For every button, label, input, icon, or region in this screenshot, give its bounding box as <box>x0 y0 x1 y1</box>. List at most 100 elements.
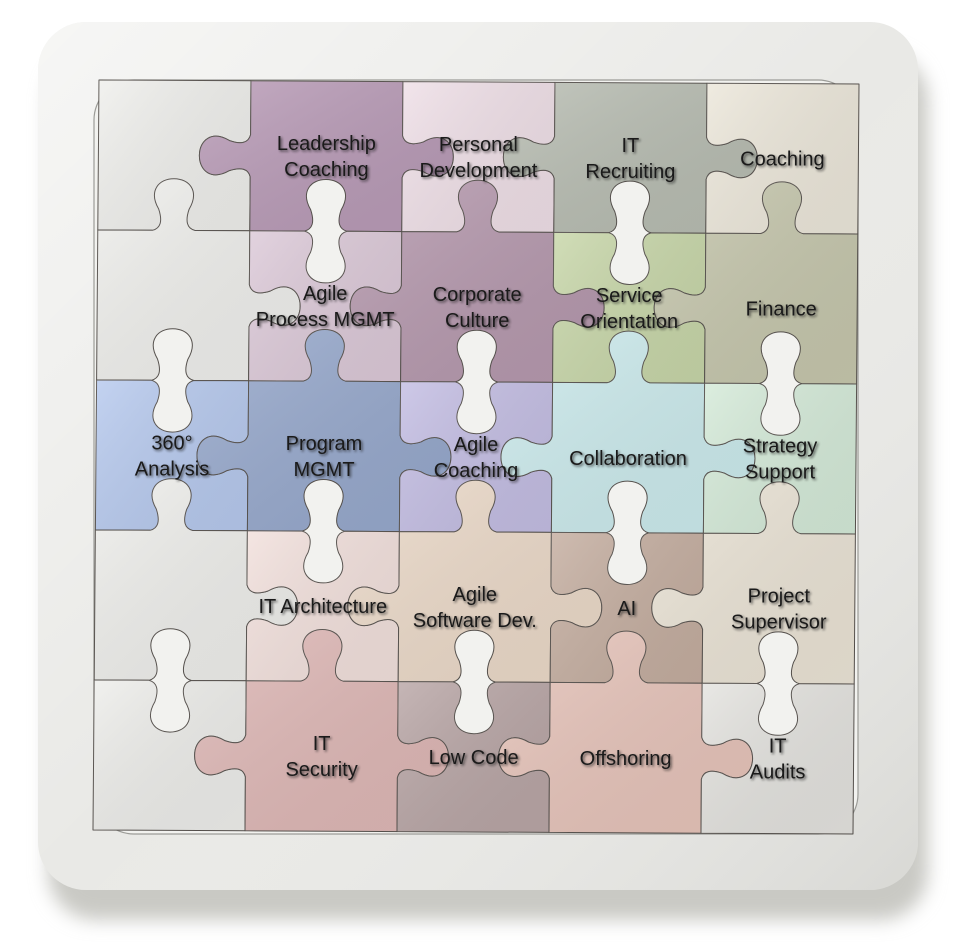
piece-sheen <box>199 80 454 232</box>
label-shadow: Finance <box>747 300 818 322</box>
puzzle-piece-finance <box>653 181 859 385</box>
label-line: Recruiting <box>585 161 675 183</box>
puzzle-pieces <box>92 79 860 835</box>
label-shadow: IT <box>314 735 332 757</box>
label-line: Finance <box>746 299 817 321</box>
piece-sheen <box>93 680 247 831</box>
puzzle-piece-project-supervisor <box>651 481 856 685</box>
label-line: Analysis <box>135 458 209 480</box>
label-line: Coaching <box>740 149 825 171</box>
label-shadow: Supervisor <box>732 613 828 635</box>
label-line: Strategy <box>743 436 817 458</box>
piece-sheen <box>654 181 858 384</box>
label-line: Supervisor <box>731 612 827 634</box>
piece-sheen <box>503 82 758 234</box>
label-line: Offshoring <box>580 748 672 770</box>
label-line: Program <box>286 433 363 455</box>
piece-sheen <box>196 329 452 532</box>
label-shadow: Security <box>287 761 359 783</box>
label-line: Development <box>419 160 537 182</box>
label-shadow: Audits <box>751 763 807 785</box>
label-shadow: IT <box>770 737 788 759</box>
label-line: Personal <box>439 134 518 156</box>
label-shadow: Analysis <box>136 460 210 482</box>
puzzle-piece-low-code <box>396 681 551 833</box>
label-line: Corporate <box>433 284 522 306</box>
label-shadow: Leadership <box>278 135 377 157</box>
label-shadow: Coaching <box>742 150 827 172</box>
label-line: Leadership <box>277 133 376 155</box>
piece-sheen <box>500 331 756 534</box>
label-shadow: Coaching <box>286 161 371 183</box>
label-line: Collaboration <box>569 448 687 470</box>
label-line: Software Dev. <box>413 610 537 632</box>
label-shadow: IT <box>623 136 641 158</box>
label-shadow: Recruiting <box>587 162 677 184</box>
label-line: MGMT <box>293 459 354 481</box>
label-line: IT <box>769 736 787 758</box>
label-shadow: Software Dev. <box>414 612 538 634</box>
label-shadow: IT Architecture <box>260 598 389 620</box>
label-line: IT <box>313 733 331 755</box>
piece-sheen <box>701 683 855 834</box>
label-line: Agile <box>303 283 347 305</box>
label-shadow: AI <box>619 599 638 621</box>
label-shadow: Service <box>597 286 664 308</box>
puzzle-piece-leadership-coaching <box>198 80 454 233</box>
label-shadow: Support <box>746 463 816 485</box>
label-line: Security <box>285 759 357 781</box>
label-line: Audits <box>750 762 806 784</box>
label-line: Project <box>748 586 811 608</box>
piece-sheen <box>94 478 298 681</box>
label-shadow: Culture <box>446 312 510 334</box>
piece-sheen <box>498 631 753 834</box>
label-line: Orientation <box>580 311 678 333</box>
puzzle-piece-blank-r4c0 <box>92 679 247 832</box>
label-shadow: 360° <box>153 434 194 456</box>
piece-labels: LeadershipLeadershipCoachingCoachingPers… <box>135 133 829 785</box>
piece-sheen <box>397 681 551 833</box>
label-line: Low Code <box>429 747 519 769</box>
label-line: 360° <box>151 432 192 454</box>
label-line: Service <box>596 285 663 307</box>
piece-sheen <box>96 178 301 381</box>
label-line: IT Architecture <box>259 596 388 618</box>
label-shadow: Agile <box>455 436 499 458</box>
piece-sheen <box>194 629 449 832</box>
label-line: Agile <box>453 584 497 606</box>
label-line: Coaching <box>284 159 369 181</box>
piece-sheen <box>347 480 602 683</box>
label-shadow: Program <box>287 435 364 457</box>
label-shadow: Development <box>421 162 539 184</box>
label-shadow: MGMT <box>295 461 356 483</box>
label-shadow: Offshoring <box>581 749 673 771</box>
label-shadow: Agile <box>454 586 498 608</box>
piece-sheen <box>651 481 856 684</box>
label-shadow: Personal <box>440 136 519 158</box>
label-shadow: Agile <box>304 285 348 307</box>
piece-sheen <box>350 180 605 383</box>
label-line: Culture <box>445 310 509 332</box>
label-line: Coaching <box>434 460 519 482</box>
label-line: Support <box>745 462 815 484</box>
label-shadow: Corporate <box>434 286 523 308</box>
